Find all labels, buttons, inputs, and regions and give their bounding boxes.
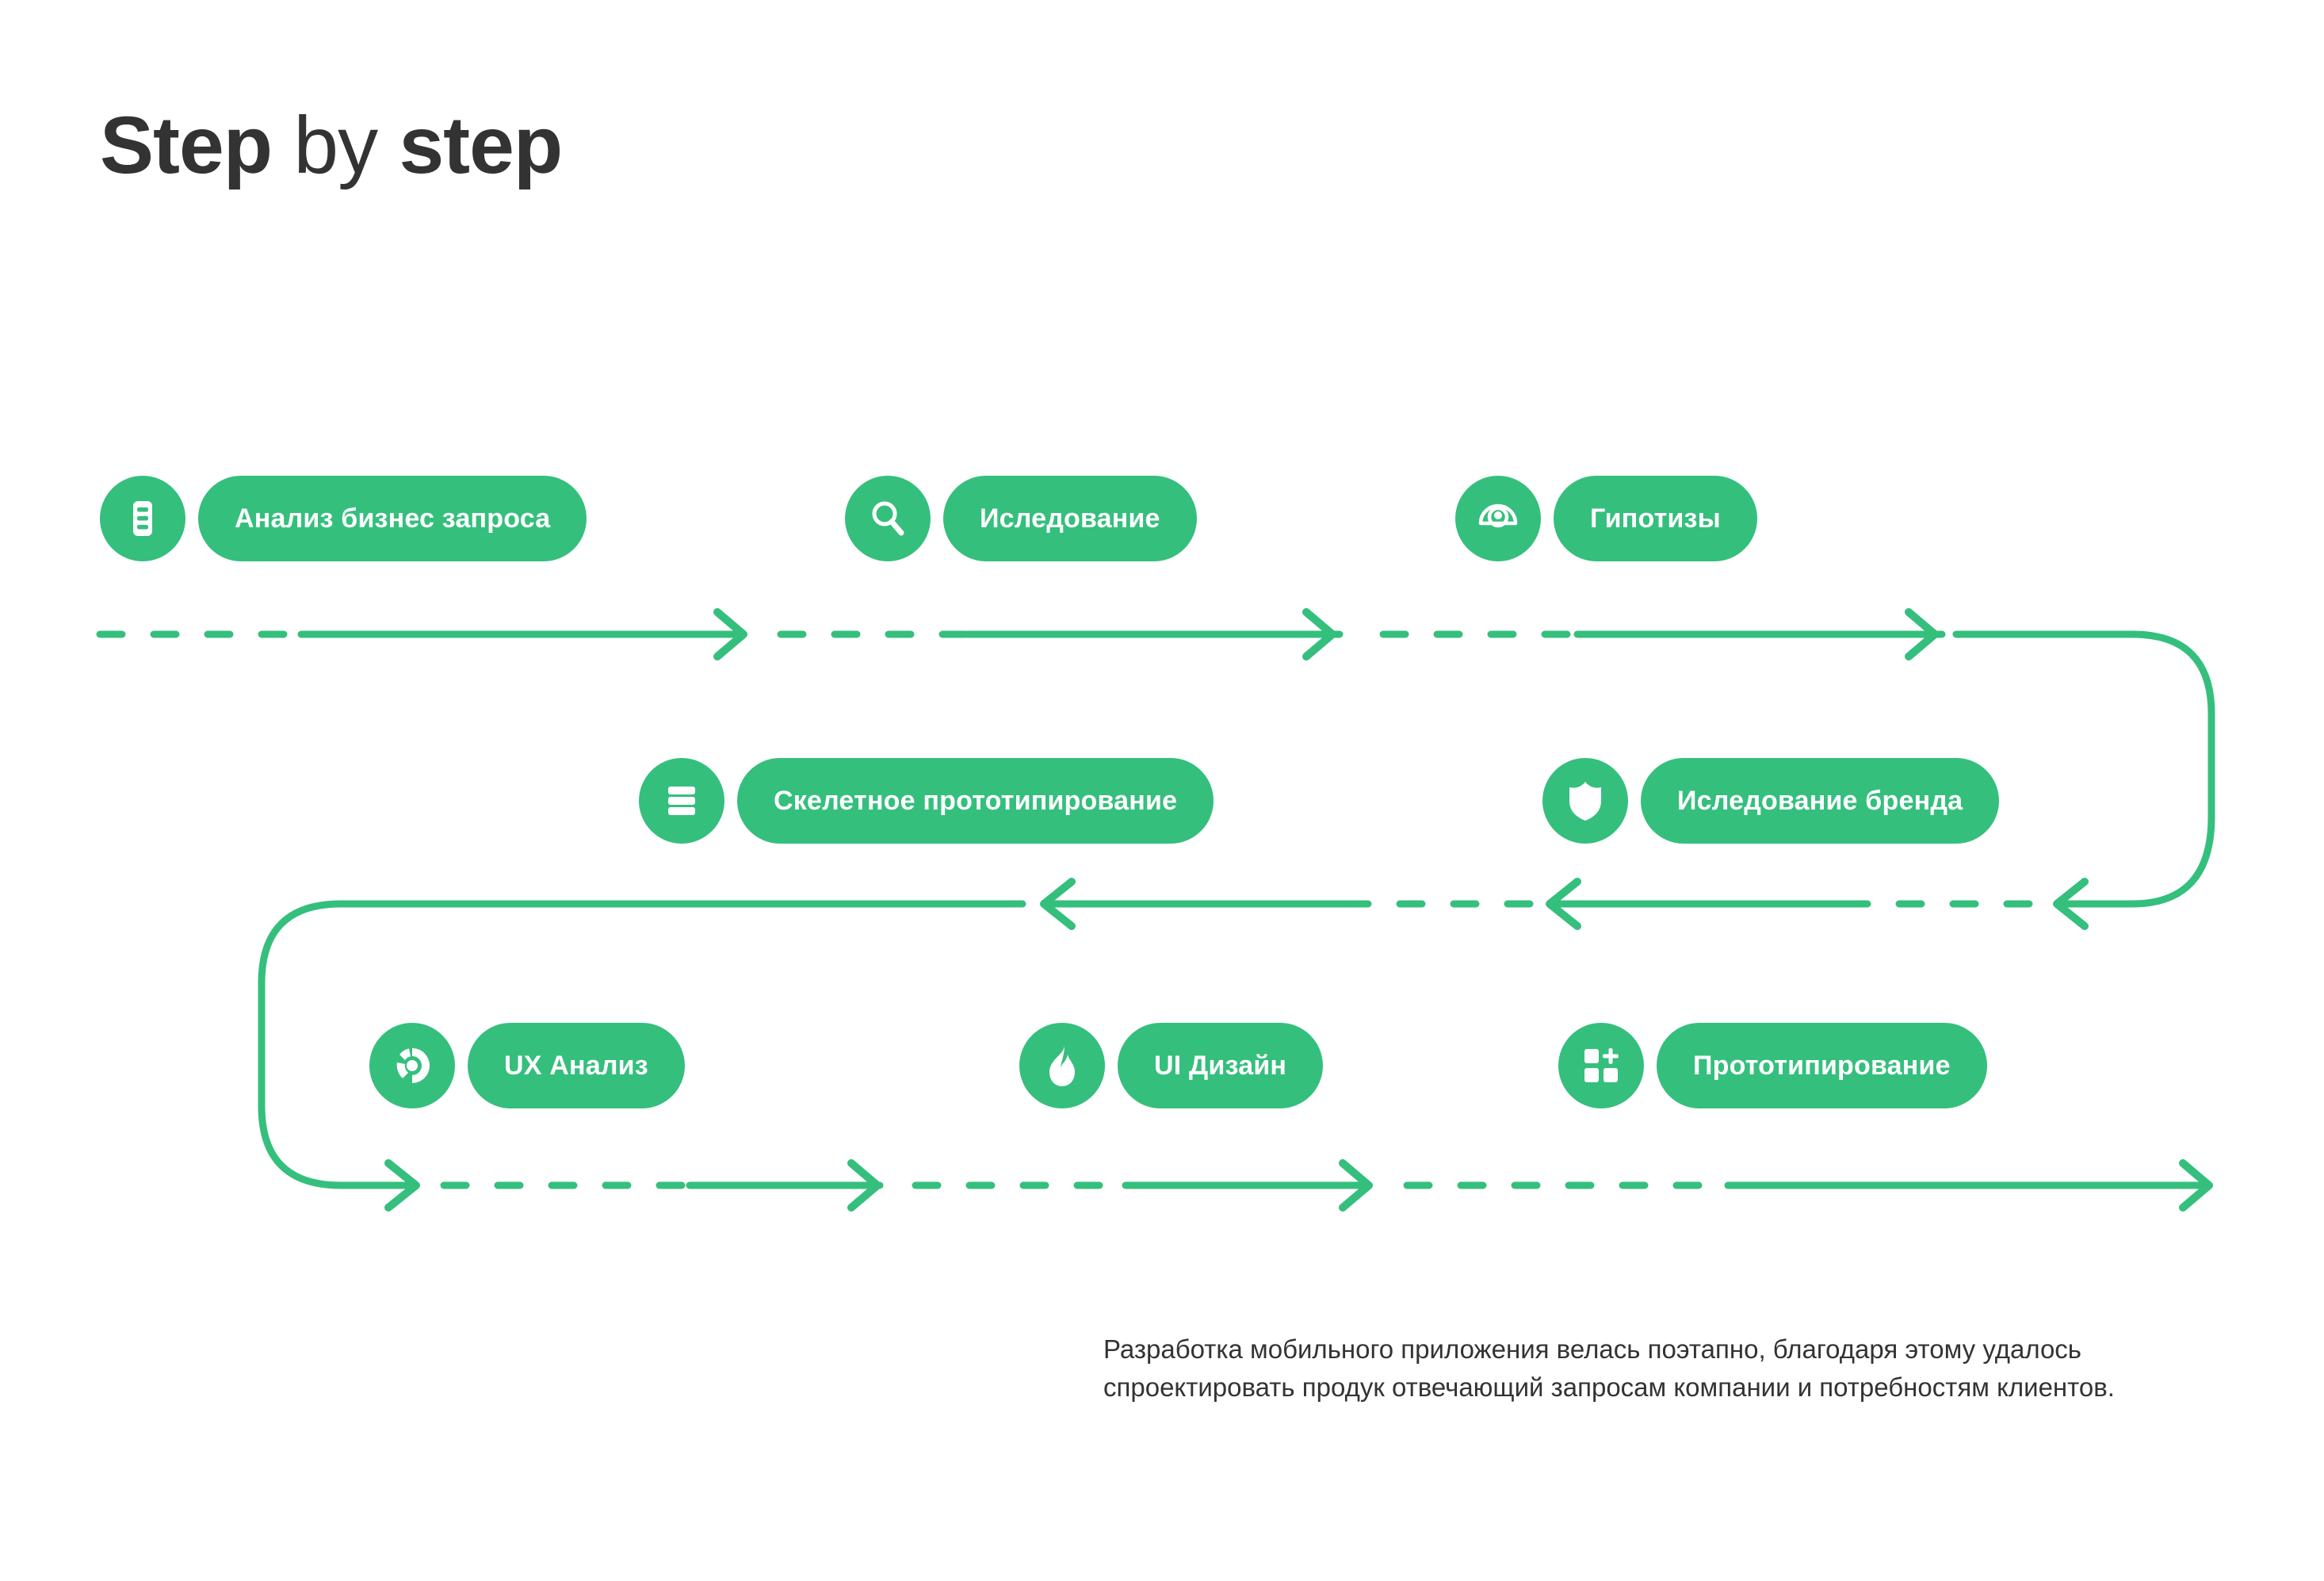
step-label: Скелетное прототипирование [774, 785, 1178, 816]
step-pill[interactable]: UX Анализ [468, 1023, 685, 1108]
arrow-head-r1-b [1302, 608, 1336, 660]
arrow-head-r3-b [1339, 1159, 1373, 1212]
step-issledovanie[interactable]: Иследование [845, 476, 1197, 561]
arrow-head-r1-a [713, 608, 747, 660]
menu-bars-icon [639, 758, 724, 844]
step-pill[interactable]: Иследование [943, 476, 1197, 561]
arrow-head-r3-c [2179, 1159, 2213, 1212]
eye-icon [1455, 476, 1541, 561]
flame-icon [1019, 1023, 1105, 1108]
donut-chart-icon [369, 1023, 455, 1108]
step-label: Гипотизы [1590, 503, 1721, 534]
page-title: Step by step [100, 100, 563, 190]
step-pill[interactable]: Анализ бизнес запроса [198, 476, 587, 561]
step-skeletnoe-prototipirovanie[interactable]: Скелетное прототипирование [639, 758, 1214, 844]
step-label: Иследование бренда [1677, 785, 1963, 816]
caption-text: Разработка мобильного приложения велась … [1103, 1334, 2115, 1402]
document-list-icon [100, 476, 185, 561]
step-pill[interactable]: Скелетное прототипирование [737, 758, 1214, 844]
search-icon [845, 476, 931, 561]
step-gipotizy[interactable]: Гипотизы [1455, 476, 1757, 561]
step-prototipirovanie[interactable]: Прототипирование [1558, 1023, 1987, 1108]
shield-icon [1542, 758, 1628, 844]
step-label: UX Анализ [504, 1050, 648, 1081]
step-pill[interactable]: Иследование бренда [1641, 758, 2000, 844]
step-label: UI Дизайн [1154, 1050, 1287, 1081]
grid-plus-icon [1558, 1023, 1644, 1108]
arrow-head-u-turn-left [384, 1159, 420, 1212]
step-pill[interactable]: Прототипирование [1657, 1023, 1987, 1108]
page-title-part-1: Step [100, 100, 273, 190]
page-title-part-2: by [272, 100, 399, 190]
arrow-head-r1-c [1905, 608, 1939, 660]
arrow-head-r2-b [1040, 878, 1076, 930]
step-ui-dizayn[interactable]: UI Дизайн [1019, 1023, 1324, 1108]
step-issledovanie-brenda[interactable]: Иследование бренда [1542, 758, 2000, 844]
arrow-head-u-turn-right [2053, 878, 2089, 930]
arrow-head-r3-a [847, 1159, 881, 1212]
page-title-part-3: step [399, 100, 563, 190]
step-pill[interactable]: UI Дизайн [1118, 1023, 1324, 1108]
step-pill[interactable]: Гипотизы [1554, 476, 1757, 561]
step-label: Иследование [980, 503, 1160, 534]
step-label: Анализ бизнес запроса [235, 503, 551, 534]
step-analiz-biznes-zaprosa[interactable]: Анализ бизнес запроса [100, 476, 587, 561]
step-ux-analiz[interactable]: UX Анализ [369, 1023, 685, 1108]
step-label: Прототипирование [1693, 1050, 1951, 1081]
arrow-head-r2-a [1546, 878, 1581, 930]
